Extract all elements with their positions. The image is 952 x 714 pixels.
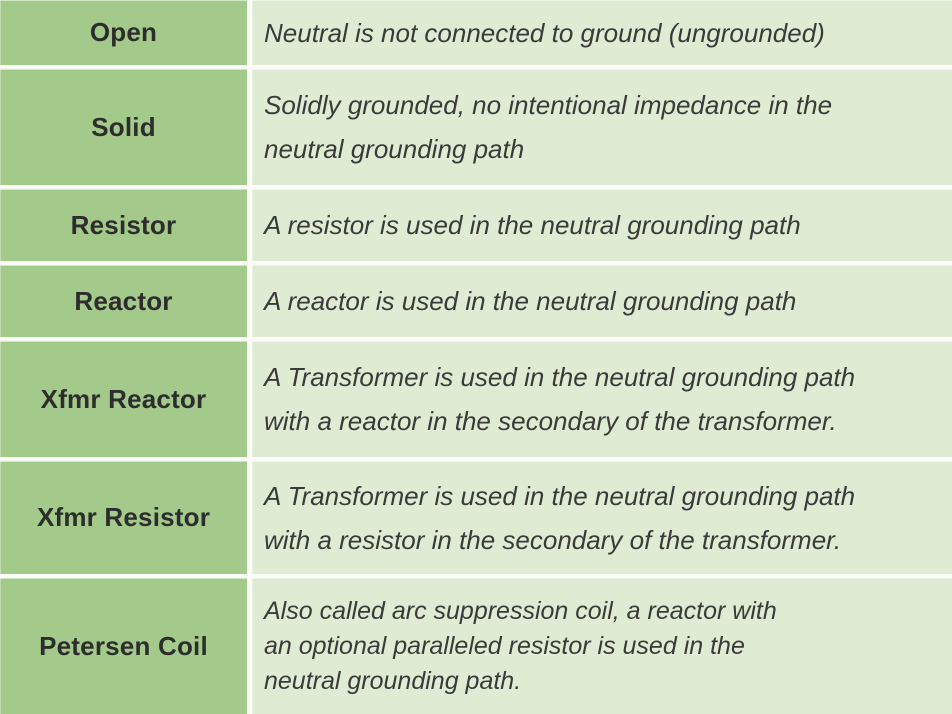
- grounding-type-label-reactor: Reactor: [0, 265, 247, 337]
- grounding-type-label-resistor: Resistor: [0, 189, 247, 261]
- grounding-description-xfmr-reactor: A Transformer is used in the neutral gro…: [252, 341, 952, 457]
- grounding-type-label-petersen-coil: Petersen Coil: [0, 578, 247, 714]
- grounding-type-label-xfmr-reactor: Xfmr Reactor: [0, 341, 247, 457]
- grounding-description-resistor: A resistor is used in the neutral ground…: [252, 189, 952, 261]
- grounding-description-xfmr-resistor: A Transformer is used in the neutral gro…: [252, 461, 952, 574]
- grounding-type-label-solid: Solid: [0, 69, 247, 185]
- grounding-type-label-xfmr-resistor: Xfmr Resistor: [0, 461, 247, 574]
- grounding-type-label-open: Open: [0, 0, 247, 65]
- grounding-description-petersen-coil: Also called arc suppression coil, a reac…: [252, 578, 952, 714]
- grounding-description-open: Neutral is not connected to ground (ungr…: [252, 0, 952, 65]
- grounding-description-reactor: A reactor is used in the neutral groundi…: [252, 265, 952, 337]
- grounding-description-solid: Solidly grounded, no intentional impedan…: [252, 69, 952, 185]
